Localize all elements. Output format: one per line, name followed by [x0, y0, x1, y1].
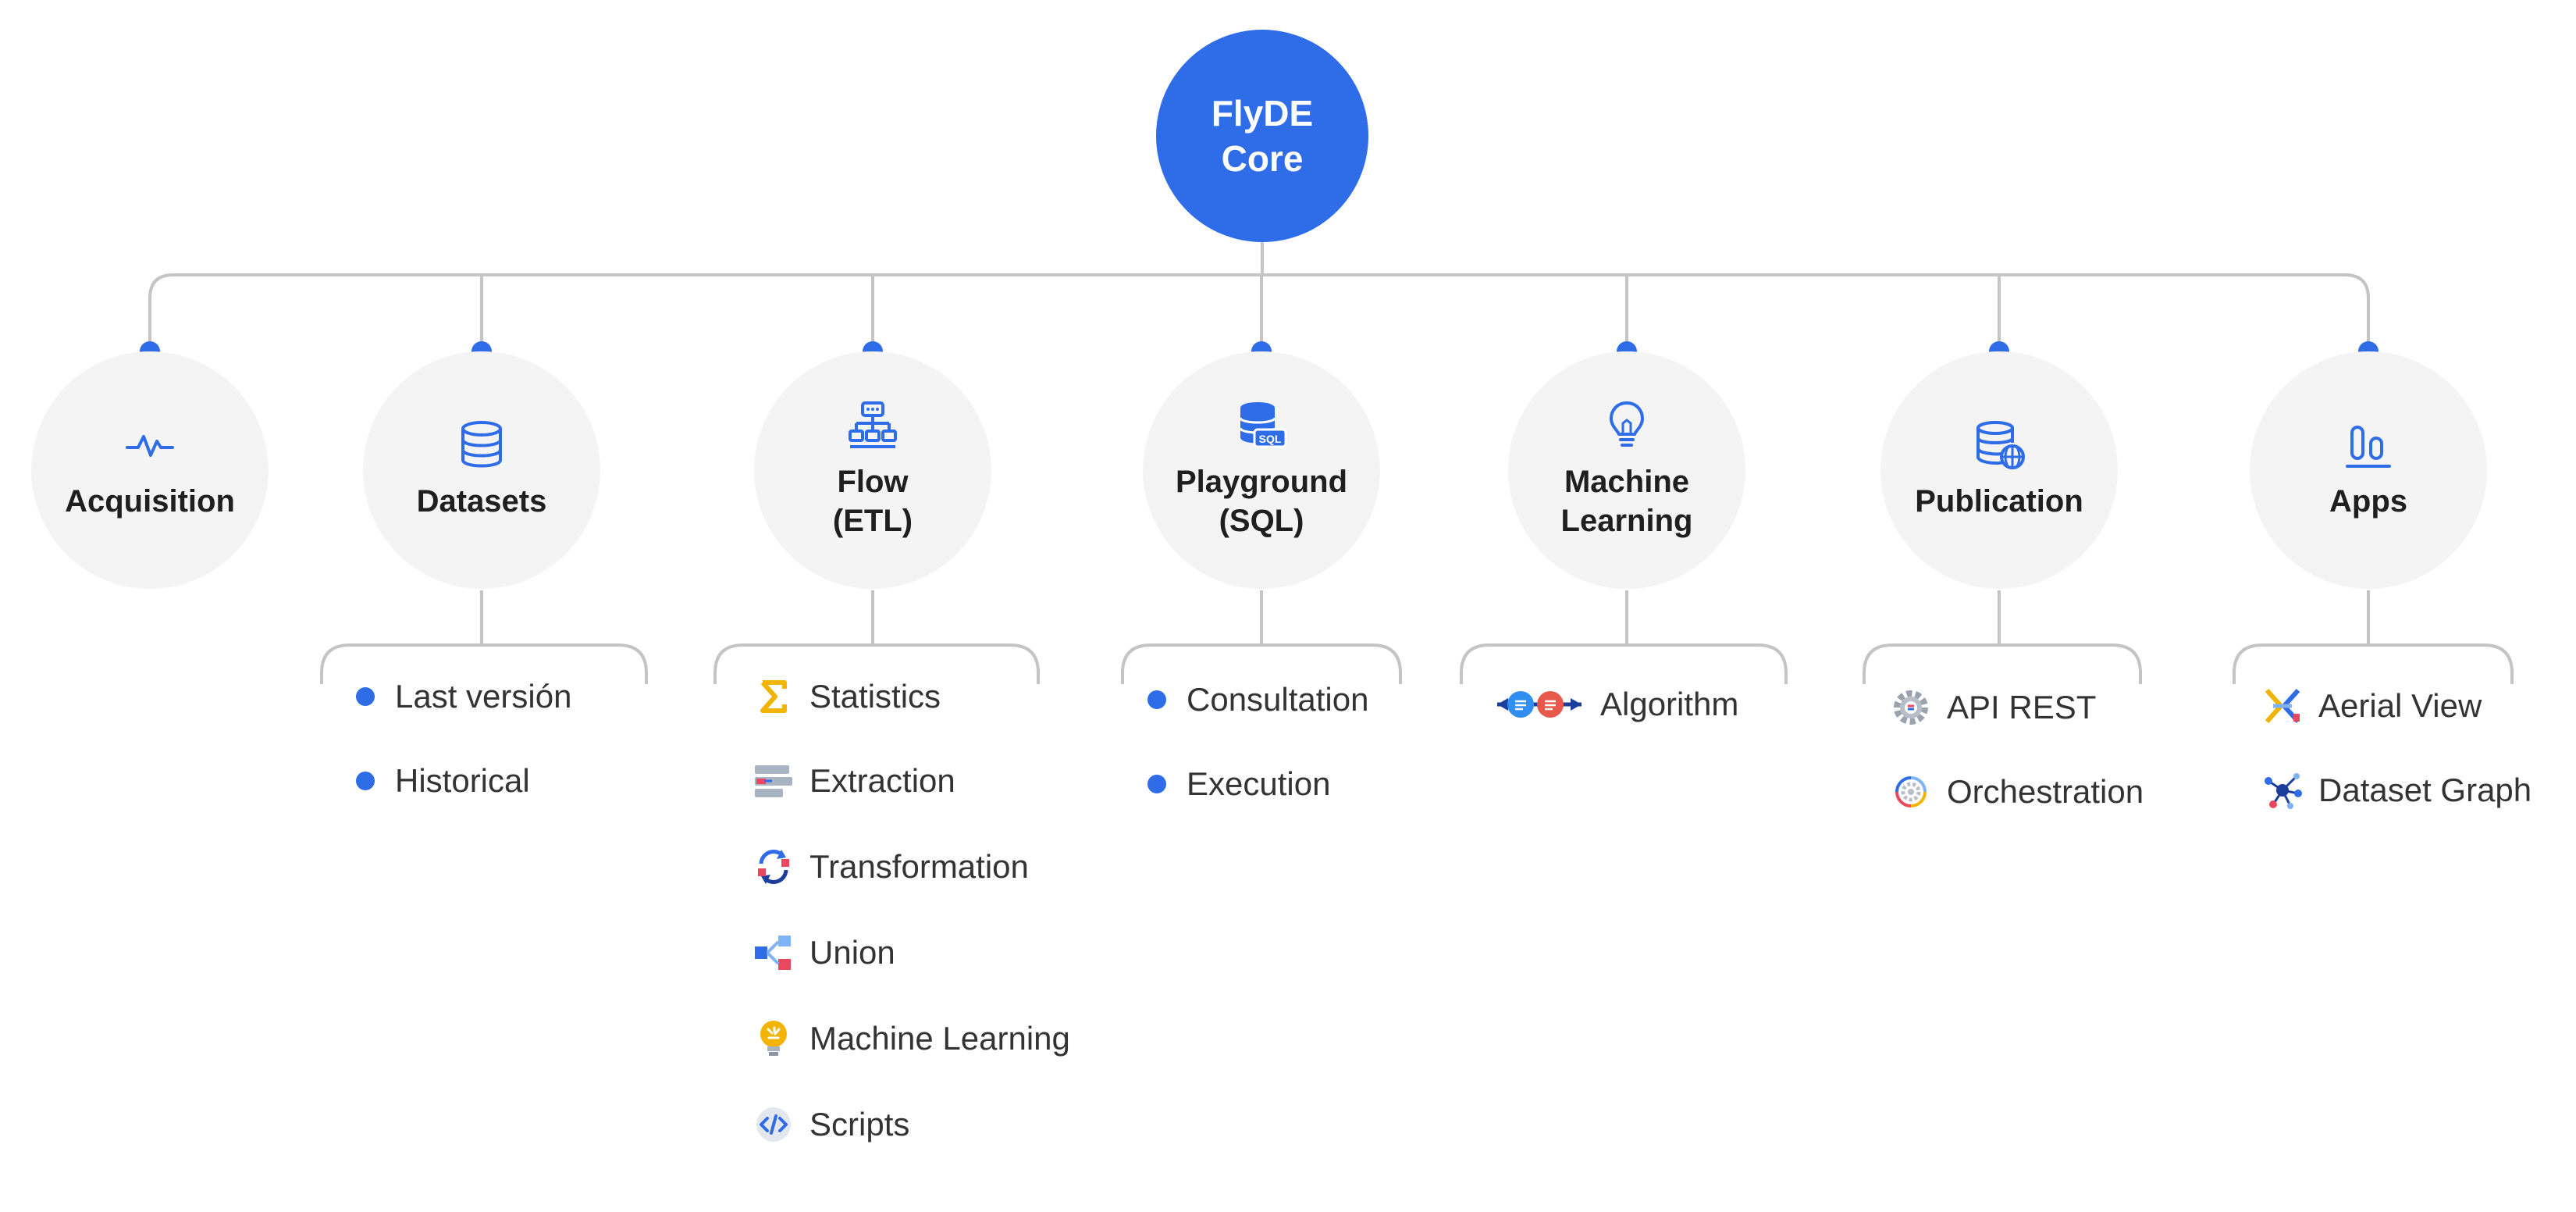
- item-label: Statistics: [809, 678, 941, 715]
- bullet-dot: [1147, 775, 1166, 793]
- database-icon: [461, 421, 502, 468]
- item-label: Algorithm: [1600, 686, 1739, 722]
- sigma-icon: [760, 680, 787, 713]
- node-machine-learning: Machine Learning: [1508, 351, 1745, 589]
- node-label: Machine Learning: [1560, 465, 1693, 538]
- extraction-icon: [755, 765, 792, 797]
- flow-diagram-icon: [849, 401, 897, 448]
- list-item-last-version: Last versión: [356, 673, 571, 720]
- list-item-consultation: Consultation: [1147, 676, 1368, 723]
- list-item-transformation: Transformation: [753, 843, 1029, 890]
- node-label: Acquisition: [65, 484, 235, 519]
- list-item-historical: Historical: [356, 758, 530, 804]
- item-label: Historical: [395, 762, 530, 799]
- list-item-scripts: Scripts: [753, 1101, 909, 1148]
- transformation-icon: [758, 850, 789, 884]
- bus-line: [148, 273, 2370, 351]
- item-label: Extraction: [809, 762, 955, 799]
- core-node: FlyDE Core: [1156, 30, 1368, 242]
- list-item-union: Union: [753, 929, 895, 976]
- item-label: Aerial View: [2318, 687, 2482, 724]
- bracket-line: [320, 643, 648, 684]
- item-label: Last versión: [395, 678, 572, 715]
- bracket-line: [1121, 643, 1402, 684]
- node-label: Apps: [2329, 484, 2407, 519]
- node-apps: Apps: [2250, 351, 2487, 589]
- list-item-algorithm: Algorithm: [1496, 681, 1738, 728]
- aerial-view-icon: [2265, 688, 2300, 724]
- apps-icon: [2346, 426, 2391, 468]
- list-item-machine-learning: Machine Learning: [753, 1015, 1070, 1062]
- item-label: Transformation: [809, 848, 1029, 885]
- bracket-line: [2233, 643, 2514, 684]
- list-item-orchestration: Orchestration: [1891, 768, 2144, 815]
- item-label: Execution: [1187, 765, 1331, 802]
- algorithm-icon: [1497, 691, 1582, 718]
- bracket-line: [1460, 643, 1788, 684]
- bullet-dot: [356, 687, 375, 706]
- bullet-dot: [1147, 690, 1166, 709]
- node-acquisition: Acquisition: [31, 351, 269, 589]
- list-item-extraction: Extraction: [753, 758, 955, 804]
- lightbulb-brain-icon: [760, 1021, 787, 1056]
- lightbulb-icon: [1609, 401, 1645, 447]
- union-icon: [755, 936, 791, 970]
- item-label: Machine Learning: [809, 1020, 1070, 1057]
- item-label: API REST: [1947, 689, 2097, 725]
- node-label: Publication: [1915, 484, 2083, 519]
- node-flow-etl: Flow (ETL): [754, 351, 991, 589]
- node-publication: Publication: [1880, 351, 2118, 589]
- item-label: Dataset Graph: [2318, 772, 2532, 808]
- list-item-dataset-graph: Dataset Graph: [2262, 767, 2532, 814]
- node-datasets: Datasets: [363, 351, 600, 589]
- item-label: Orchestration: [1947, 773, 2144, 810]
- node-label: Playground (SQL): [1175, 465, 1348, 538]
- node-label: Datasets: [416, 484, 547, 519]
- item-label: Consultation: [1187, 681, 1369, 718]
- node-label: Flow (ETL): [832, 465, 913, 538]
- bracket-line: [1863, 643, 2142, 684]
- pulse-icon: [126, 435, 174, 457]
- item-label: Scripts: [809, 1106, 910, 1142]
- sql-database-icon: SQL: [1239, 402, 1287, 448]
- orchestration-icon: [1895, 776, 1927, 807]
- api-gear-icon: [1894, 690, 1928, 725]
- list-item-aerial-view: Aerial View: [2262, 683, 2482, 729]
- bracket-line: [713, 643, 1040, 684]
- node-playground-sql: SQL Playground (SQL): [1143, 351, 1380, 589]
- code-icon: [756, 1107, 791, 1142]
- item-label: Union: [809, 934, 895, 971]
- database-globe-icon: [1976, 421, 2025, 469]
- core-label: FlyDE Core: [1211, 93, 1314, 179]
- list-item-execution: Execution: [1147, 761, 1330, 807]
- svg-text:SQL: SQL: [1259, 433, 1282, 445]
- list-item-api-rest: API REST: [1891, 684, 2096, 731]
- list-item-statistics: Statistics: [753, 673, 941, 720]
- dataset-graph-icon: [2265, 773, 2302, 809]
- bullet-dot: [356, 772, 375, 790]
